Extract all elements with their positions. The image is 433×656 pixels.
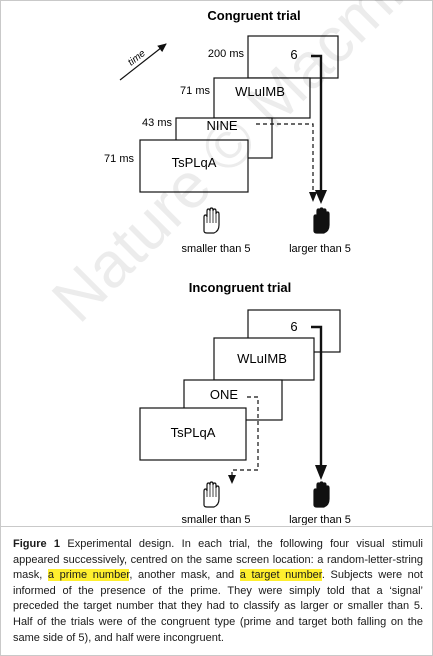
incongruent-prime-arrow [231,396,259,478]
congruent-duration-mask2: 71 ms [180,85,210,97]
caption-divider [0,526,433,527]
congruent-duration-prime: 43 ms [142,117,172,129]
diagram-svg: Congruent trial time 6 200 ms WLuIMB 71 … [104,8,351,525]
caption-text-1: Experimental design. In each trial, the … [13,538,423,582]
congruent-prime-arrow [256,123,314,196]
time-label: time [126,48,148,69]
congruent-mask1-text: TsPLqA [172,155,217,170]
right-hand-icon [313,481,330,508]
congruent-prime-arrowhead [309,192,317,202]
left-hand-icon [203,207,220,234]
incongruent-mask2-text: WLuIMB [237,351,287,366]
congruent-screen-target [247,35,339,79]
caption-label: Figure 1 [13,538,61,550]
incongruent-prime-text: ONE [210,387,239,402]
incongruent-left-label: smaller than 5 [181,514,250,525]
figure-caption: Figure 1 Experimental design. In each tr… [13,537,423,646]
congruent-left-label: smaller than 5 [181,243,250,255]
caption-highlight-prime: a prime number [47,569,130,582]
incongruent-screen-mask1 [139,407,247,461]
incongruent-target-arrowhead [315,465,327,480]
congruent-prime-text: NINE [206,118,237,133]
caption-text-2: , another mask, and [129,569,240,582]
incongruent-prime-arrowhead [228,475,236,484]
congruent-target-text: 6 [290,47,297,62]
incongruent-mask1-text: TsPLqA [171,425,216,440]
left-hand-icon [203,481,220,508]
congruent-right-label: larger than 5 [289,243,351,255]
congruent-title: Congruent trial [207,8,300,23]
congruent-target-arrowhead [315,190,327,204]
incongruent-target-arrow [311,325,323,468]
congruent-mask2-text: WLuIMB [235,84,285,99]
incongruent-title: Incongruent trial [189,280,292,295]
congruent-duration-mask1: 71 ms [104,153,134,165]
caption-highlight-target: a target number [239,569,322,582]
experimental-design-diagram: Congruent trial time 6 200 ms WLuIMB 71 … [38,0,433,525]
congruent-target-arrow [311,54,323,194]
incongruent-target-text: 6 [290,319,297,334]
caption-text-3: . Subjects were not informed of the pres… [13,569,423,644]
incongruent-screen-mask2 [213,337,315,381]
congruent-screen-mask1 [139,139,249,193]
time-arrow [119,43,167,81]
right-hand-icon [313,207,330,234]
incongruent-right-label: larger than 5 [289,514,351,525]
congruent-duration-target: 200 ms [208,48,245,60]
